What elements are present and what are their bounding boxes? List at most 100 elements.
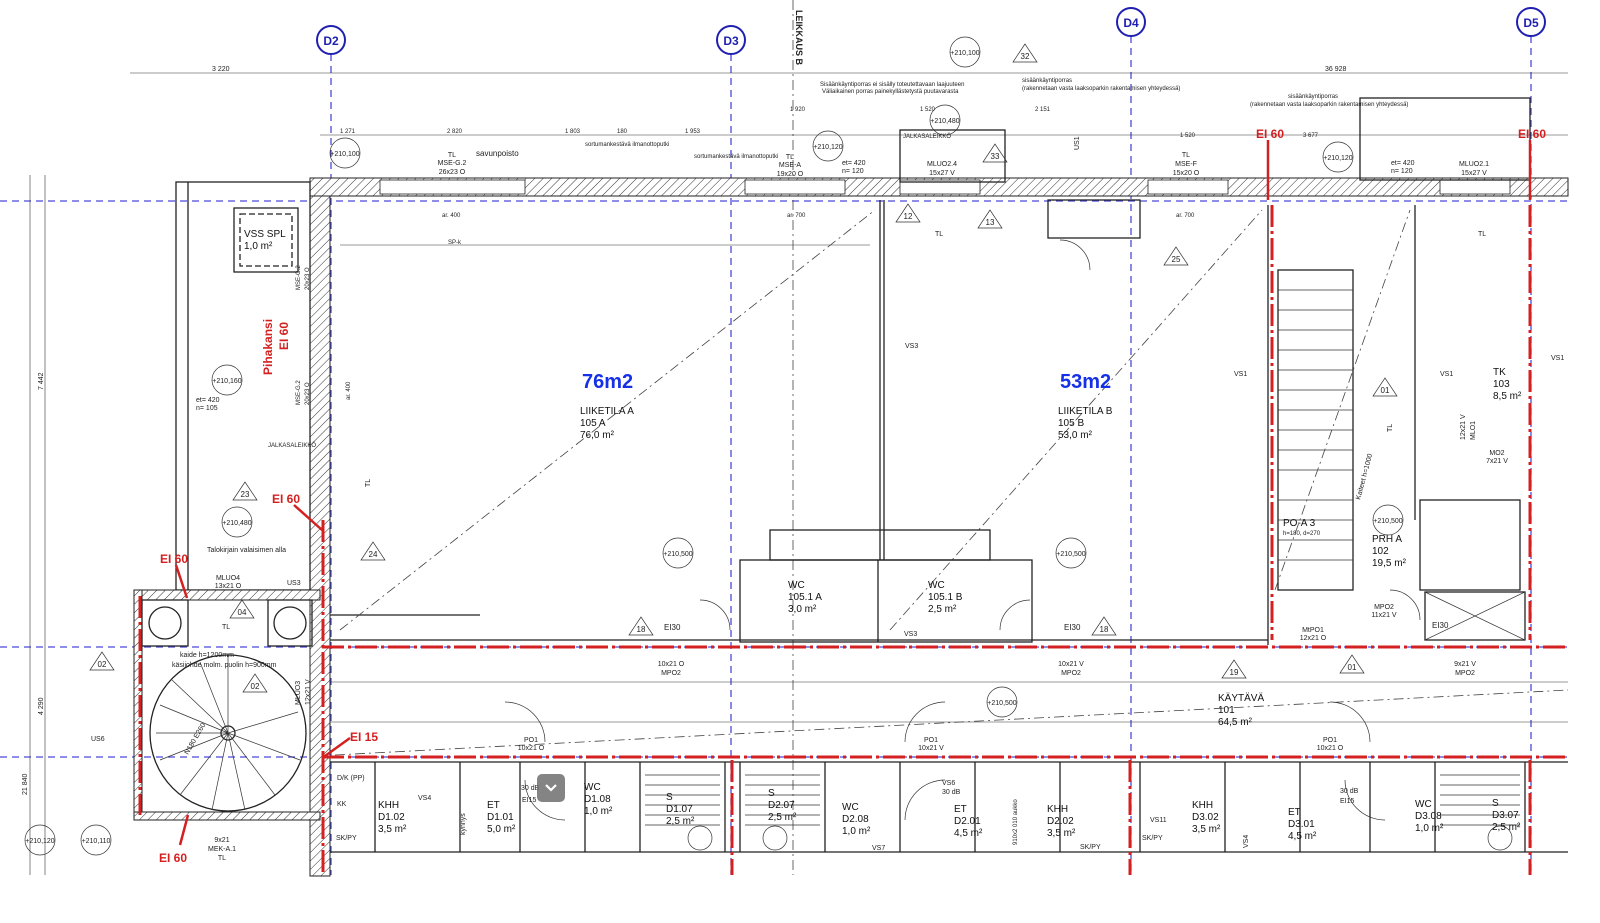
misc-21-label: VS7 (872, 845, 885, 852)
rooms-d201-name-label: ET (954, 804, 967, 815)
misc-34-label: D/K (PP) (337, 775, 365, 782)
windows-0-label: TL (448, 152, 456, 159)
fire_labels-5-label: EI 15 (350, 730, 378, 744)
doors-21-label: MO2 (1489, 450, 1504, 457)
rooms-wc_b-area-label: 2,5 m² (928, 604, 957, 615)
room-diagonals (334, 209, 1569, 756)
misc-20-label: VS6 (942, 780, 955, 787)
notes-entrance2b-label: (rakennetaan vasta laaksoparkin rakentam… (1022, 86, 1180, 92)
area-label-liiketila-a: 76m2 (582, 371, 633, 393)
windows-5-label: 19x20 O (777, 171, 804, 178)
elevations-0-label: +210,100 (330, 151, 359, 158)
fire-compartment-lines (138, 140, 1568, 875)
fire_labels-0-label: EI 60 (1256, 127, 1284, 141)
rooms-wc_b-number-label: 105.1 B (928, 592, 963, 603)
windows-1-label: MSE-G.2 (438, 160, 467, 167)
windows-2-label: 26x23 O (439, 169, 466, 176)
windows-6-label: TL (1182, 152, 1190, 159)
doors-10-label: MPO2 (1061, 670, 1081, 677)
rooms-d301-area-label: 4,5 m² (1288, 831, 1317, 842)
rooms-d307-number-label: D3.07 (1492, 810, 1519, 821)
misc-23-label: 30 dB (521, 785, 540, 792)
misc-18-label: VS4 (418, 795, 431, 802)
misc-19-label: VS4 (1243, 835, 1250, 848)
misc-22-label: VS11 (1150, 817, 1167, 824)
windows-13-label: MSE-G.2 (296, 265, 302, 290)
misc-33-label: KK (337, 801, 347, 808)
misc-16-label: ar. 700 (1176, 213, 1195, 219)
doors-3-label: 12x21 V (305, 679, 312, 705)
rooms-liiketila_b-name-label: LIIKETILA B (1058, 406, 1113, 417)
elevations-1-label: +210,120 (813, 144, 842, 151)
rooms-tk-name-label: TK (1493, 367, 1506, 378)
dim-left-lower: 4 290 (38, 697, 45, 715)
notes-entrance3-label: sisäänkäyntiporras (1288, 94, 1338, 100)
notes-talokirjain-label: Talokirjain valaisimen alla (207, 547, 286, 554)
misc-10-label: US1 (1074, 136, 1081, 150)
notes-n120-label: n= 120 (1391, 168, 1413, 175)
dimensions-row2-5-label: 1 920 (790, 107, 806, 113)
dim-left-upper: 7 442 (38, 372, 45, 390)
elevations-3-label: +210,480 (222, 520, 251, 527)
rooms-d102-name-label: KHH (378, 800, 399, 811)
doors-11-label: PO1 (524, 737, 538, 744)
area-label-liiketila-b: 53m2 (1060, 371, 1111, 393)
doors-24-label: MtPO1 (1302, 627, 1324, 634)
rooms-d307-name-label: S (1492, 798, 1499, 809)
door-swings (504, 239, 1421, 821)
windows-14-label: 20x23 O (305, 267, 311, 290)
rooms-d207-name-label: S (768, 788, 775, 799)
notes-entrance1b-label: Väliaikainen porras painekyllästetystä p… (822, 89, 959, 95)
door-labels: MLUO4 13x21 O MLUO3 12x21 V 9x21 MEK-A.1… (208, 414, 1508, 862)
elevations-7-label: +210,500 (1056, 551, 1085, 558)
markers-11-label: 18 (1100, 625, 1109, 634)
overlay-dropdown-button[interactable] (537, 774, 565, 802)
rooms-d308-number-label: D3.08 (1415, 811, 1442, 822)
rooms-d107-number-label: D1.07 (666, 804, 693, 815)
axis-label-d5: D5 (1523, 16, 1539, 30)
misc-27-label: EI15 (1340, 798, 1355, 805)
doors-13-label: PO1 (924, 737, 938, 744)
notes-kasijohde-label: käsijohde molm. puolin h=900mm (172, 662, 277, 669)
ei30-2-label: EI30 (1432, 621, 1449, 630)
misc-6-label: VS1 (1440, 371, 1453, 378)
pihakansi-name-label: Pihakansi (261, 319, 275, 375)
windows-15-label: MSE-G.2 (296, 380, 302, 405)
rooms-d202-number-label: D2.02 (1047, 816, 1074, 827)
doors-5-label: MEK-A.1 (208, 846, 236, 853)
markers-8-label: 02 (98, 660, 107, 669)
rooms-d307-area-label: 2,5 m² (1492, 822, 1521, 833)
markers-0-label: 32 (1021, 52, 1030, 61)
chevron-down-icon (545, 784, 557, 792)
apartment-walls (330, 761, 1568, 853)
misc-3-label: TL (365, 479, 372, 487)
markers-13-label: 01 (1348, 663, 1357, 672)
dimensions-row2-1-label: 2 820 (447, 129, 463, 135)
elevations-10-label: +210,480 (930, 118, 959, 125)
elevation-markers: +210,100 +210,120 +210,160 +210,480 +210… (24, 36, 1404, 856)
rooms-kaytava-area-label: 64,5 m² (1218, 717, 1253, 728)
misc-24-label: 30 dB (942, 789, 961, 796)
misc-5-label: VS1 (1234, 371, 1247, 378)
dimensions-row2-0-label: 1 271 (340, 129, 356, 135)
notes-sortuma2-label: sortumankestävä ilmanottoputki (694, 154, 778, 160)
misc-2-label: TL (222, 624, 230, 631)
rooms-wc_a-area-label: 3,0 m² (788, 604, 817, 615)
rooms-tk-number-label: 103 (1493, 379, 1510, 390)
rooms-d208-name-label: WC (842, 802, 859, 813)
dimensions-row2-9-label: 3 677 (1303, 133, 1319, 139)
rooms-po-name-label: PO-A 3 (1283, 518, 1316, 529)
rooms-d107-name-label: S (666, 792, 673, 803)
notes-entrance1-label: Sisäänkäyntiporras ei sisälly toteutetta… (820, 82, 964, 88)
markers-9-label: 02 (251, 682, 260, 691)
rooms-d107-area-label: 2,5 m² (666, 816, 695, 827)
fire_labels-1-label: EI 60 (1518, 127, 1546, 141)
doors-1-label: 13x21 O (215, 583, 242, 590)
dim-left-total: 21 840 (22, 773, 29, 795)
rooms-po-number-label: h=180, d=270 (1283, 531, 1321, 537)
rooms-d207-area-label: 2,5 m² (768, 812, 797, 823)
spiral-stair (149, 654, 307, 812)
rooms-wc_b-name-label: WC (928, 580, 945, 591)
notes-jalkasaleikko-label: JALKASALEIKKÖ (903, 133, 951, 140)
